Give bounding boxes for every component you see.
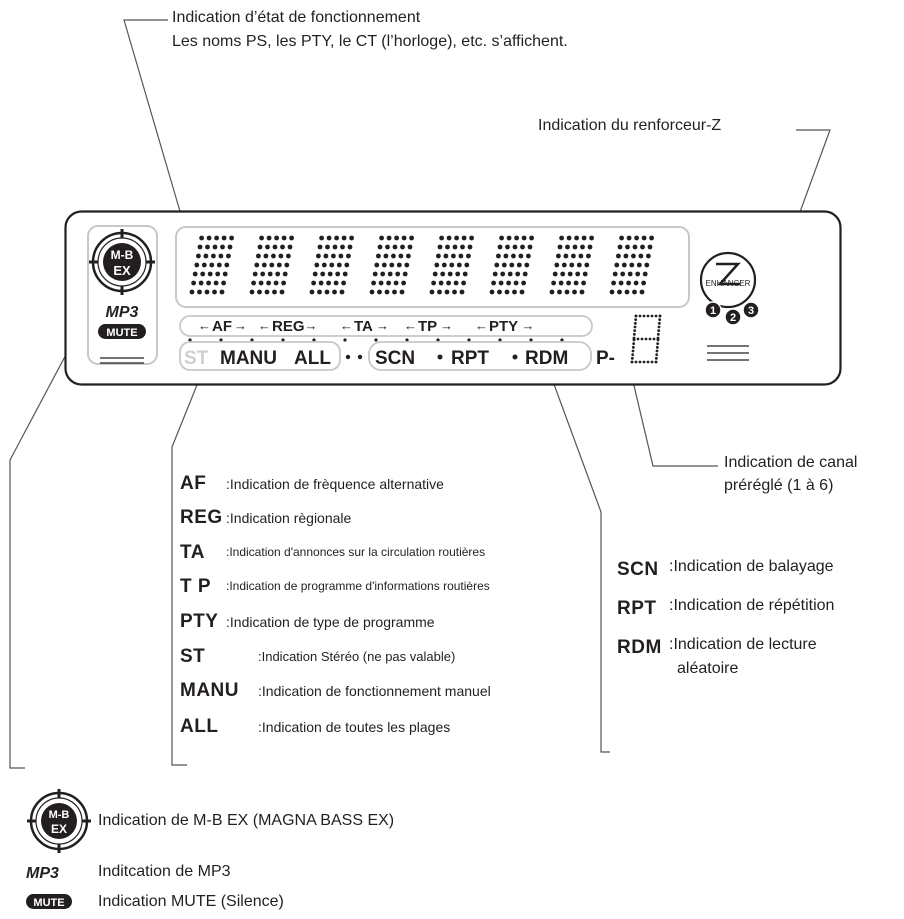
svg-text:2: 2 [730, 312, 736, 324]
legend-key-ta: TA [180, 542, 205, 563]
legend-text: :Indication de frèquence alternative [226, 476, 444, 492]
mb-icon-top-text: M-B [111, 248, 134, 262]
legend-key-af: AF [180, 473, 207, 494]
z-enhancer-callout: Indication du renforceur-Z [538, 117, 722, 134]
enhancer-level-1: 1 [704, 301, 722, 319]
indicator-row1-box [179, 315, 593, 337]
indicator-ta: TA [354, 318, 373, 335]
enhancer-level-3: 3 [742, 301, 760, 319]
enhancer-label: ENHANCER [706, 279, 751, 288]
legend-text: :Indication de fonctionnement manuel [258, 683, 491, 699]
arrow-left: ← [198, 318, 211, 333]
svg-text:MP3: MP3 [26, 865, 59, 882]
legend-text: :Indication de programme d'informations … [226, 579, 490, 593]
lcd-display: M-B EX MP3 MUTE AF←→REG←→TA←→TP←→PTY←→ S… [64, 210, 842, 386]
dot-matrix-char [369, 235, 414, 295]
legend-mp3-icon: MP3 [26, 865, 59, 882]
legend-text: :Indication Stéréo (ne pas valable) [258, 649, 456, 664]
rpt-indicator: RPT [451, 348, 489, 369]
legend-key-rdm: RDM [617, 637, 662, 658]
indicator-pty: PTY [489, 318, 518, 335]
leader-preset [626, 355, 718, 467]
dot-matrix-char [189, 235, 235, 295]
legend-key-reg: REG [180, 507, 223, 528]
legend-text: :Indication d'annonces sur la circulatio… [226, 545, 486, 559]
legend-text: :Indication de toutes les plages [258, 719, 451, 735]
operation-status-callout-line1: Indication d’état de fonctionnement [172, 9, 421, 26]
legend-text: :Indication règionale [226, 510, 352, 526]
dot-matrix-char [309, 235, 354, 295]
dot-matrix-box [175, 226, 690, 308]
bracket-bottom [9, 299, 96, 769]
legend-text: :Indication de balayage [669, 558, 834, 575]
dot-matrix-char [549, 235, 594, 295]
st-indicator: ST [184, 348, 209, 369]
legend-mute-text: Indication MUTE (Silence) [98, 893, 284, 910]
legend-mb-text: Indication de M-B EX (MAGNA BASS EX) [98, 812, 395, 829]
enhancer-icon: ENHANCER [699, 251, 757, 309]
arrow-right: → [234, 318, 247, 333]
indicator-row1-dots [188, 338, 564, 342]
arrow-right: → [376, 318, 389, 333]
legend-mute-icon: MUTE [26, 894, 72, 909]
legend-key-manu: MANU [180, 680, 239, 701]
dot-matrix-char [249, 235, 294, 295]
bracket-left [171, 369, 204, 766]
indicator-row2-box-right [368, 341, 592, 371]
svg-text:3: 3 [748, 305, 754, 317]
svg-text:MUTE: MUTE [33, 897, 64, 909]
dot-matrix-characters [189, 235, 654, 295]
enhancer-level-2: 2 [724, 308, 742, 326]
legend-key-rpt: RPT [617, 598, 657, 619]
dot-matrix-char [489, 235, 534, 295]
mute-indicator: MUTE [106, 327, 137, 339]
all-indicator: ALL [294, 348, 331, 369]
arrow-right: → [522, 318, 535, 333]
rdm-indicator: RDM [525, 348, 568, 369]
enhancer-levels: 1 23 [704, 301, 760, 326]
legend-text: :Indication de répétition [669, 597, 835, 614]
indicator-row1: AF←→REG←→TA←→TP←→PTY←→ [198, 318, 535, 335]
mb-ex-icon: M-B EX [89, 229, 155, 295]
svg-text:EX: EX [51, 822, 67, 836]
arrow-left: ← [340, 318, 353, 333]
legend-key-pty: PTY [180, 611, 219, 632]
svg-text:1: 1 [710, 305, 716, 317]
operation-status-callout-line2: Les noms PS, les PTY, le CT (l’horloge),… [172, 33, 568, 50]
manu-indicator: MANU [220, 348, 277, 369]
leader-top [123, 19, 185, 226]
dot-matrix-char [609, 235, 654, 295]
dot-matrix-char [429, 235, 474, 295]
legend-text-continued: aléatoire [677, 660, 739, 677]
mute-indicator-bg [98, 324, 146, 339]
legend-key-tp: T P [180, 576, 212, 597]
mp3-indicator: MP3 [106, 304, 139, 321]
legend-key-scn: SCN [617, 559, 659, 580]
mb-panel [87, 225, 158, 365]
arrow-right: → [440, 318, 453, 333]
scn-indicator: SCN [375, 348, 415, 369]
arrow-left: ← [475, 318, 488, 333]
legend-key-all: ALL [180, 716, 219, 737]
legend-text: :Indication de lecture [669, 636, 817, 653]
preset-digit [630, 314, 662, 364]
preset-callout-line2: préréglé (1 à 6) [724, 477, 834, 494]
legend-mp3-text: Inditcation de MP3 [98, 863, 231, 880]
svg-text:M-B: M-B [49, 809, 70, 821]
arrow-right: → [305, 318, 318, 333]
legend-text: :Indication de type de programme [226, 614, 435, 630]
indicator-tp: TP [418, 318, 437, 335]
bracket-right [547, 367, 610, 753]
arrow-left: ← [404, 318, 417, 333]
arrow-left: ← [258, 318, 271, 333]
legend-mb-ex-icon: M-B EX [27, 789, 91, 853]
mb-icon-bottom-text: EX [113, 263, 131, 278]
indicator-reg: REG [272, 318, 305, 335]
legend-key-st: ST [180, 646, 206, 667]
indicator-row2-box-left [179, 341, 341, 371]
preset-callout-line1: Indication de canal [724, 454, 858, 471]
preset-prefix: P- [596, 348, 615, 369]
indicator-af: AF [212, 318, 232, 335]
